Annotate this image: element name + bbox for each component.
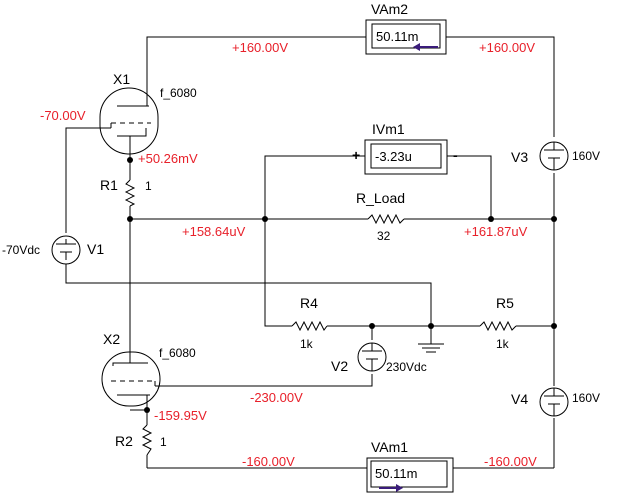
tube-envelope (101, 351, 161, 407)
vam1-label: VAm1 (371, 439, 408, 455)
node-voltage-x1-grid: -70.00V (40, 108, 86, 123)
v1-value: -70Vdc (2, 243, 40, 257)
ground-symbol (418, 343, 444, 353)
vam2-reading: 50.11m (376, 29, 418, 44)
tube-x1[interactable] (99, 87, 159, 162)
source-v4[interactable] (539, 387, 569, 417)
r2-label: R2 (115, 433, 133, 449)
junction-dot (428, 323, 434, 329)
arrow-right-icon (379, 484, 403, 492)
resistor-r4[interactable] (291, 320, 328, 332)
r5-value: 1k (496, 337, 510, 351)
vam1-reading: 50.11m (375, 466, 417, 481)
x2-model: f_6080 (159, 346, 196, 360)
junction-dot (127, 157, 133, 163)
junction-dot (551, 323, 557, 329)
resistor-r1[interactable] (124, 179, 136, 207)
source-v2[interactable] (357, 342, 387, 372)
r4-label: R4 (300, 295, 318, 311)
arrow-left-icon (413, 43, 438, 51)
v1-label: V1 (87, 241, 104, 257)
v4-label: V4 (511, 391, 528, 407)
x1-model: f_6080 (160, 86, 197, 100)
ivm1-label: IVm1 (372, 121, 405, 137)
ivm1-minus-terminal: - (453, 147, 458, 163)
node-voltage-load-left: +158.64uV (182, 224, 246, 239)
ammeter-vam1[interactable]: 50.11m (366, 457, 454, 493)
node-voltage-bottom-right: -160.00V (484, 454, 537, 469)
x2-label: X2 (103, 331, 120, 347)
junction-dot (144, 407, 150, 413)
r-load-value: 32 (377, 229, 391, 243)
r4-value: 1k (300, 337, 314, 351)
r-load-label: R_Load (356, 190, 405, 206)
voltmeter-ivm1[interactable]: -3.23u (364, 139, 448, 175)
r2-value: 1 (160, 435, 167, 449)
node-voltage-x2-cathode: -159.95V (154, 408, 207, 423)
r1-value: 1 (145, 179, 152, 193)
resistor-r5[interactable] (479, 320, 517, 332)
v3-value: 160V (572, 149, 600, 163)
source-v3[interactable] (539, 141, 569, 171)
junction-dot (551, 216, 557, 222)
junction-dot (369, 323, 375, 329)
junction-dot (262, 216, 268, 222)
v2-label: V2 (331, 358, 348, 374)
node-voltage-load-right: +161.87uV (464, 224, 528, 239)
r5-label: R5 (496, 295, 514, 311)
node-voltage-x1-cathode: +50.26mV (138, 151, 198, 166)
node-voltage-bottom-left: -160.00V (242, 454, 295, 469)
vam2-label: VAm2 (371, 1, 408, 17)
ivm1-reading: -3.23u (375, 149, 412, 164)
v3-label: V3 (511, 149, 528, 165)
ammeter-vam2[interactable]: 50.11m (365, 19, 447, 55)
resistor-r2[interactable] (141, 424, 153, 456)
x1-label: X1 (113, 71, 130, 87)
wires (65, 36, 555, 469)
tube-envelope (99, 87, 159, 155)
node-voltage-top-right: +160.00V (479, 40, 535, 55)
node-voltage-top-left: +160.00V (232, 40, 288, 55)
ivm1-plus-terminal: + (352, 147, 360, 163)
r1-label: R1 (100, 177, 118, 193)
v4-value: 160V (572, 391, 600, 405)
junction-dot (488, 216, 494, 222)
v2-value: 230Vdc (386, 360, 427, 374)
junction-dots (127, 157, 557, 413)
node-voltage-x2-grid: -230.00V (250, 390, 303, 405)
junction-dot (127, 216, 133, 222)
tube-x2[interactable] (101, 351, 161, 407)
source-v1[interactable] (51, 235, 81, 268)
resistor-r-load[interactable] (367, 213, 405, 225)
